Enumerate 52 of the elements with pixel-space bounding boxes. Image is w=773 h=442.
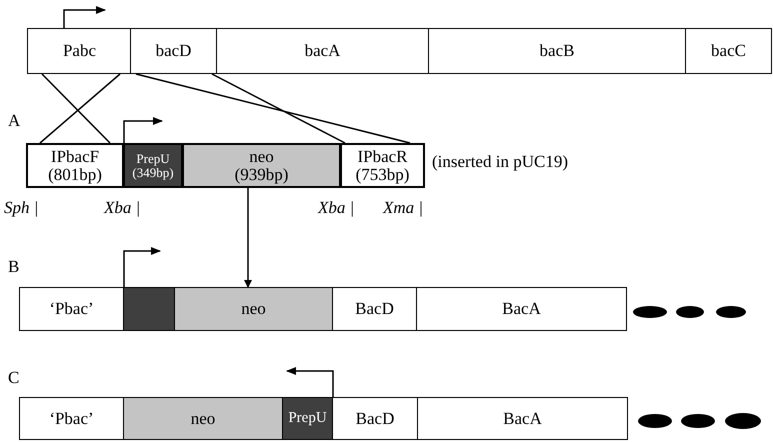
segment-label: PrepU [288,410,327,426]
panel-label: C [8,367,20,389]
arrow [244,188,252,288]
gene-segment [417,397,628,440]
gene-segment [332,397,418,440]
segment-label: ‘Pbac’ [49,300,94,318]
gene-segment [19,287,124,331]
segment-label: (801bp) [48,166,102,184]
gene-segment [340,143,425,188]
segment-label: BacD [355,300,394,318]
promoter-segment [123,287,175,331]
segment-label: BacA [503,410,542,428]
segment-label: neo [241,300,266,318]
gene-segment [416,287,627,331]
segment-label: neo [249,148,274,166]
segment-label: PrepU [136,152,170,166]
gene-segment [428,28,686,74]
segment-label: bacB [540,42,574,60]
segment-label: BacA [502,300,541,318]
note-text: (inserted in pUC19) [432,151,568,173]
panel-label: A [8,110,20,132]
gene-segment [130,28,217,74]
segment-label: ‘Pbac’ [49,410,94,428]
gene-segment [174,287,333,331]
restriction-site-label: Xba | [318,197,354,219]
restriction-site-label: Xma | [383,197,424,219]
gene-segment [216,28,429,74]
gene-segment [123,397,283,440]
segment-label: neo [190,410,216,428]
segment-label: bacA [304,42,340,60]
segment-label: (753bp) [356,166,410,184]
crossover-line [136,73,410,144]
segment-label: bacD [156,42,192,60]
restriction-site-label: Xba | [104,197,140,219]
gene-segment [685,28,772,74]
segment-label: IPbacR [357,148,408,166]
segment-label: BacD [356,410,394,428]
gene-segment [26,143,124,188]
gene-segment [332,287,417,331]
panel-label: B [8,256,20,278]
gene-segment [123,143,183,188]
gene-segment [19,397,124,440]
gene-segment [282,397,333,440]
segment-label: (349bp) [132,166,174,180]
restriction-site-label: Sph | [4,197,38,219]
segment-label: bacC [711,42,746,60]
crossover-line [212,73,346,144]
segment-label: Pabc [62,42,96,60]
gene-segment [27,28,132,74]
gene-segment [182,143,341,188]
segment-label: IPbacF [50,148,100,166]
segment-label: (939bp) [234,166,288,184]
